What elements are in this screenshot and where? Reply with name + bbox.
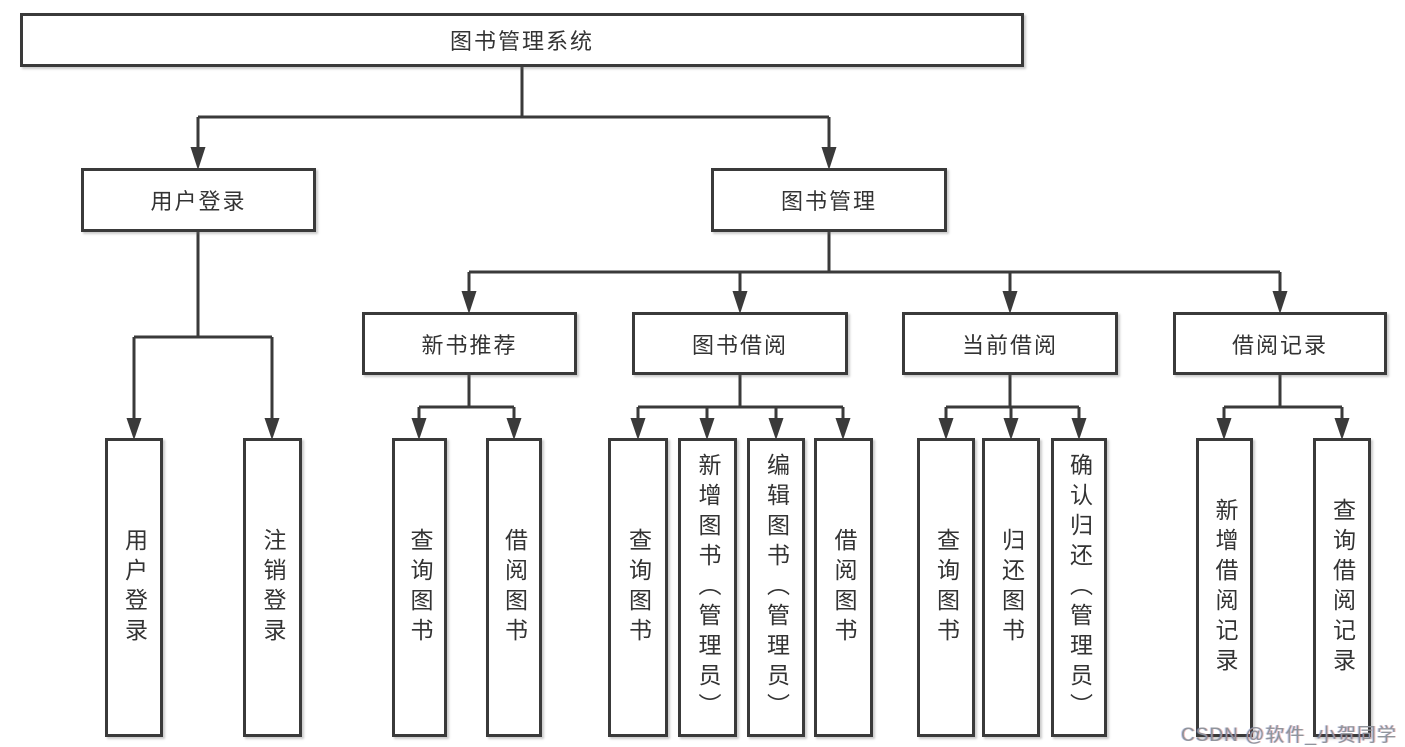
leaf-cb-return-book: 归还图书 xyxy=(982,438,1040,737)
node-current-borrow: 当前借阅 xyxy=(902,312,1118,375)
node-book-management: 图书管理 xyxy=(711,168,947,232)
leaf-bb-add-book-admin: 新增图书（管理员） xyxy=(678,438,737,737)
leaf-logout: 注销登录 xyxy=(243,438,302,737)
leaf-br-add-record: 新增借阅记录 xyxy=(1196,438,1253,737)
leaf-br-query-record: 查询借阅记录 xyxy=(1313,438,1371,737)
node-new-book-recommend: 新书推荐 xyxy=(362,312,577,375)
node-book-borrow: 图书借阅 xyxy=(632,312,848,375)
leaf-bb-edit-book-admin: 编辑图书（管理员） xyxy=(747,438,805,737)
leaf-nb-query-book: 查询图书 xyxy=(392,438,447,737)
leaf-cb-query-book: 查询图书 xyxy=(917,438,975,737)
node-borrow-record: 借阅记录 xyxy=(1173,312,1387,375)
leaf-user-login: 用户登录 xyxy=(105,438,163,737)
watermark: CSDN @软件_小贺同学 xyxy=(1181,725,1397,746)
leaf-bb-borrow-book: 借阅图书 xyxy=(814,438,873,737)
leaf-cb-confirm-return-admin: 确认归还（管理员） xyxy=(1051,438,1107,737)
arrowheads xyxy=(126,147,1350,440)
node-user-login: 用户登录 xyxy=(81,168,316,232)
leaf-bb-query-book: 查询图书 xyxy=(608,438,668,737)
leaf-nb-borrow-book: 借阅图书 xyxy=(486,438,542,737)
node-root: 图书管理系统 xyxy=(20,13,1024,67)
